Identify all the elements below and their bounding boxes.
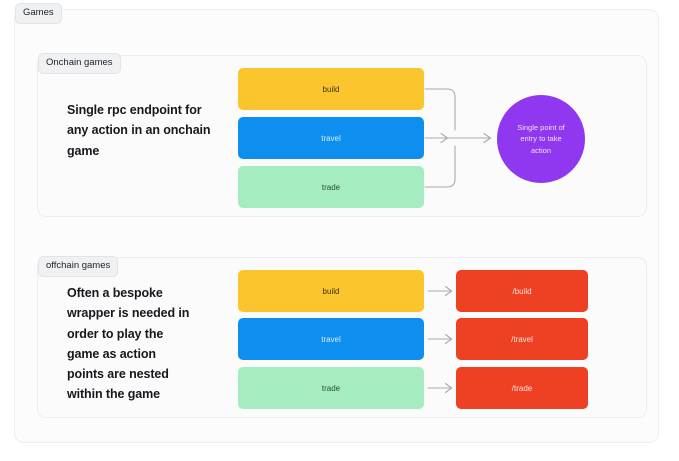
endpoint-chip-trade[interactable]: /trade bbox=[456, 367, 588, 409]
page-badge-games[interactable]: Games bbox=[15, 3, 62, 24]
section-badge-offchain[interactable]: offchain games bbox=[38, 256, 119, 277]
action-chip-trade-offchain[interactable]: trade bbox=[238, 367, 424, 409]
section-description-onchain: Single rpc endpoint for any action in an… bbox=[67, 103, 211, 158]
action-chip-build-onchain[interactable]: build bbox=[238, 68, 424, 110]
endpoint-chip-build[interactable]: /build bbox=[456, 270, 588, 312]
action-chip-travel-offchain[interactable]: travel bbox=[238, 318, 424, 360]
hub-circle-single-entry-point[interactable]: Single point of entry to take action bbox=[497, 95, 585, 183]
section-badge-onchain[interactable]: Onchain games bbox=[38, 53, 121, 74]
endpoint-chip-travel[interactable]: /travel bbox=[456, 318, 588, 360]
section-description-offchain: Often a bespoke wrapper is needed in ord… bbox=[67, 286, 190, 402]
action-chip-build-offchain[interactable]: build bbox=[238, 270, 424, 312]
action-chip-travel-onchain[interactable]: travel bbox=[238, 117, 424, 159]
action-chip-trade-onchain[interactable]: trade bbox=[238, 166, 424, 208]
